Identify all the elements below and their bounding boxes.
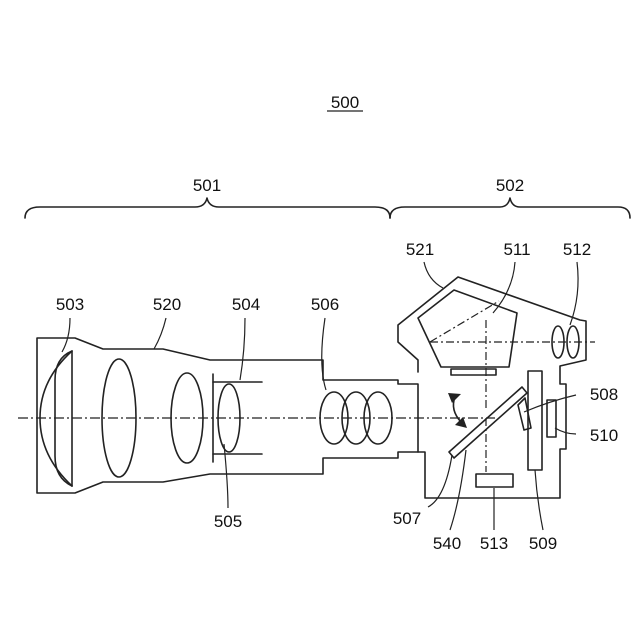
leader-540 (450, 450, 466, 530)
focusing-screen (451, 369, 496, 375)
label-506: 506 (311, 295, 339, 314)
label-508: 508 (590, 385, 618, 404)
label-540: 540 (433, 534, 461, 553)
leader-509 (535, 470, 543, 530)
label-511: 511 (503, 240, 530, 259)
af-sensor-513 (476, 474, 513, 487)
label-512: 512 (563, 240, 591, 259)
camera-body (398, 277, 586, 498)
leader-504 (240, 318, 245, 380)
prism-path-1 (430, 301, 499, 342)
label-513: 513 (480, 534, 508, 553)
leader-508 (524, 395, 576, 412)
label-502: 502 (496, 176, 524, 195)
sub-mirror-508 (518, 398, 531, 430)
label-501: 501 (193, 176, 221, 195)
label-510: 510 (590, 426, 618, 445)
label-504: 504 (232, 295, 260, 314)
sensor-510 (547, 400, 556, 437)
label-520: 520 (153, 295, 181, 314)
label-509: 509 (529, 534, 557, 553)
leader-520 (154, 318, 166, 349)
figure-title: 500 (331, 93, 359, 112)
brace-camera-body (390, 198, 630, 218)
brace-lens-unit (25, 198, 390, 218)
lens-barrel (37, 338, 418, 493)
arrow-head-bottom (455, 417, 467, 428)
leader-507 (428, 455, 452, 507)
leader-503 (62, 318, 70, 352)
label-521: 521 (406, 240, 434, 259)
label-505: 505 (214, 512, 242, 531)
label-507: 507 (393, 509, 421, 528)
leader-512 (570, 262, 578, 325)
label-503: 503 (56, 295, 84, 314)
leader-521 (424, 262, 443, 288)
